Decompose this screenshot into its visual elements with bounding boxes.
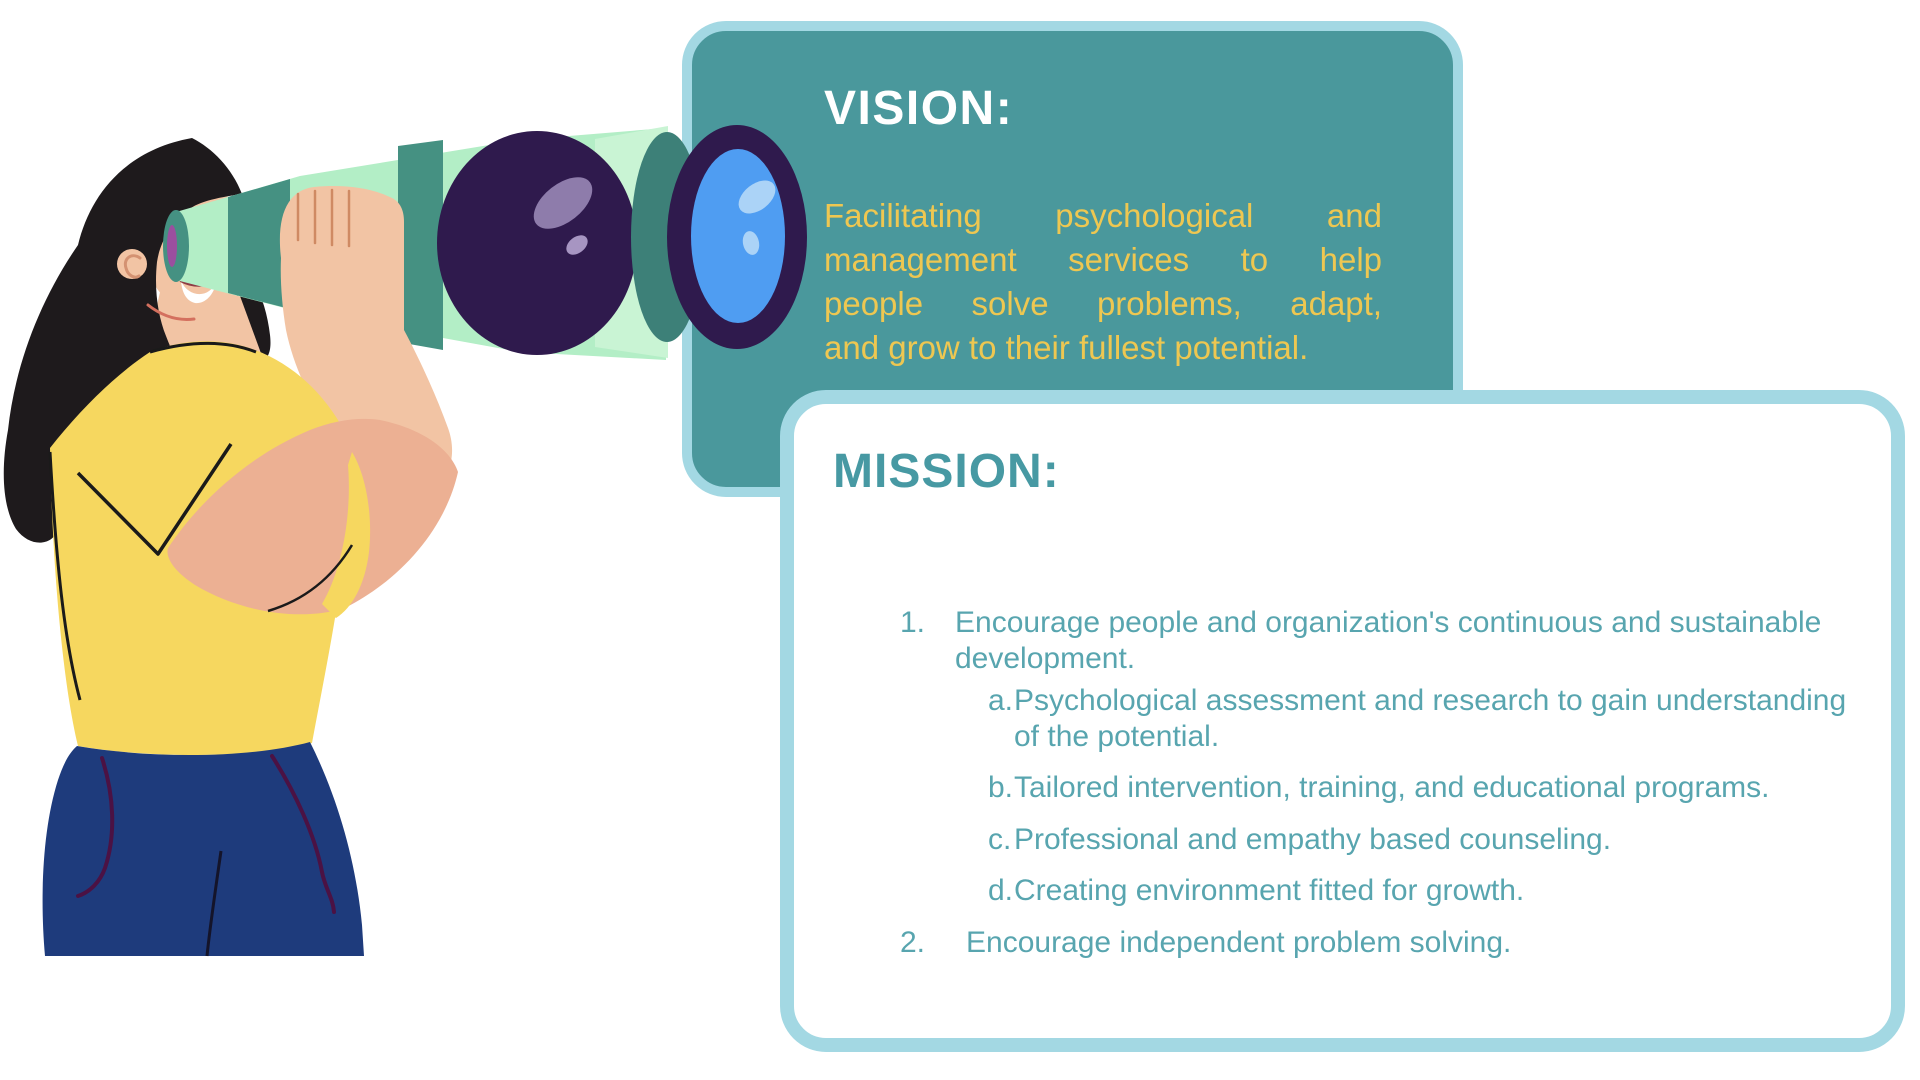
shirt-shape xyxy=(50,341,359,755)
mission-subitem-letter: b. xyxy=(988,771,1014,804)
crotch-line xyxy=(205,850,223,957)
mission-subitem-text: Creating environment fitted for growth. xyxy=(1014,874,1525,907)
pocket-lines xyxy=(76,754,336,914)
head-shape xyxy=(145,188,255,312)
mission-item-1: 1. Encourage people and organization's c… xyxy=(900,605,1821,677)
mission-subitem-letter: c. xyxy=(988,823,1012,856)
ear-shape xyxy=(117,249,147,279)
vision-body-line: people solve problems, adapt, xyxy=(824,285,1382,322)
mission-subitem-c: c. Professional and empathy based counse… xyxy=(988,822,1611,858)
mission-subitem-d: d. Creating environment fitted for growt… xyxy=(988,873,1524,909)
binocular-band-shape xyxy=(228,179,290,309)
mission-subitem-text: Professional and empathy based counselin… xyxy=(1014,823,1612,856)
shirt-edge-seam xyxy=(48,451,82,701)
mission-subitem-text: Tailored intervention, training, and edu… xyxy=(1014,771,1770,804)
ear-inner-line xyxy=(123,254,142,279)
collar-v-seam xyxy=(76,443,233,556)
neck-shape xyxy=(146,292,262,356)
mission-item-2: 2. Encourage independent problem solving… xyxy=(900,925,1511,961)
pants-shape xyxy=(42,742,364,956)
jaw-shape xyxy=(172,268,232,328)
mission-item-text: Encourage people and organization's cont… xyxy=(955,606,1822,639)
mission-item-text: Encourage independent problem solving. xyxy=(966,926,1512,959)
vision-title: VISION: xyxy=(824,82,1014,135)
mission-item-number: 2. xyxy=(900,926,926,959)
binocular-band2-shape xyxy=(398,140,443,350)
vision-body: Facilitating psychological and managemen… xyxy=(824,194,1382,370)
eyepiece-ring xyxy=(163,210,189,282)
mission-subitem-letter: d. xyxy=(988,874,1014,907)
mission-subitem-b: b. Tailored intervention, training, and … xyxy=(988,770,1769,806)
jaw-shadow-line xyxy=(146,303,196,321)
lip-line xyxy=(179,279,219,287)
back-barrel-highlight xyxy=(533,177,593,229)
mission-subitem-a: a. Psychological assessment and research… xyxy=(988,683,1846,755)
finger-lines xyxy=(296,188,351,248)
vision-body-line: Facilitating psychological and xyxy=(824,197,1382,234)
binocular-body-shape xyxy=(176,128,666,360)
back-barrel-highlight-small xyxy=(566,235,588,255)
hair-back-strip-shape xyxy=(229,255,271,362)
mission-subitem-text: Psychological assessment and research to… xyxy=(1014,684,1847,717)
vision-body-line: management services to help xyxy=(824,241,1382,278)
mission-title: MISSION: xyxy=(833,445,1060,498)
sleeve-seam xyxy=(267,544,354,613)
smile-shape xyxy=(181,281,217,304)
mission-item-text: development. xyxy=(955,642,1136,675)
back-barrel-shape xyxy=(437,131,637,355)
binocular-body-light-shape xyxy=(595,126,668,358)
mission-item-number: 1. xyxy=(900,606,926,639)
mission-subitem-text: of the potential. xyxy=(1014,720,1220,753)
mission-subitem-letter: a. xyxy=(988,684,1014,717)
vision-body-line: and grow to their fullest potential. xyxy=(824,329,1309,366)
sleeve-right-shape xyxy=(322,452,371,618)
collar-line xyxy=(149,341,257,354)
eyepiece-inner xyxy=(167,225,177,267)
mission-card: MISSION: 1. Encourage people and organiz… xyxy=(780,390,1905,1052)
arm-shape xyxy=(279,186,453,496)
hair-shape xyxy=(3,138,243,543)
upper-arm-shape xyxy=(167,418,458,615)
